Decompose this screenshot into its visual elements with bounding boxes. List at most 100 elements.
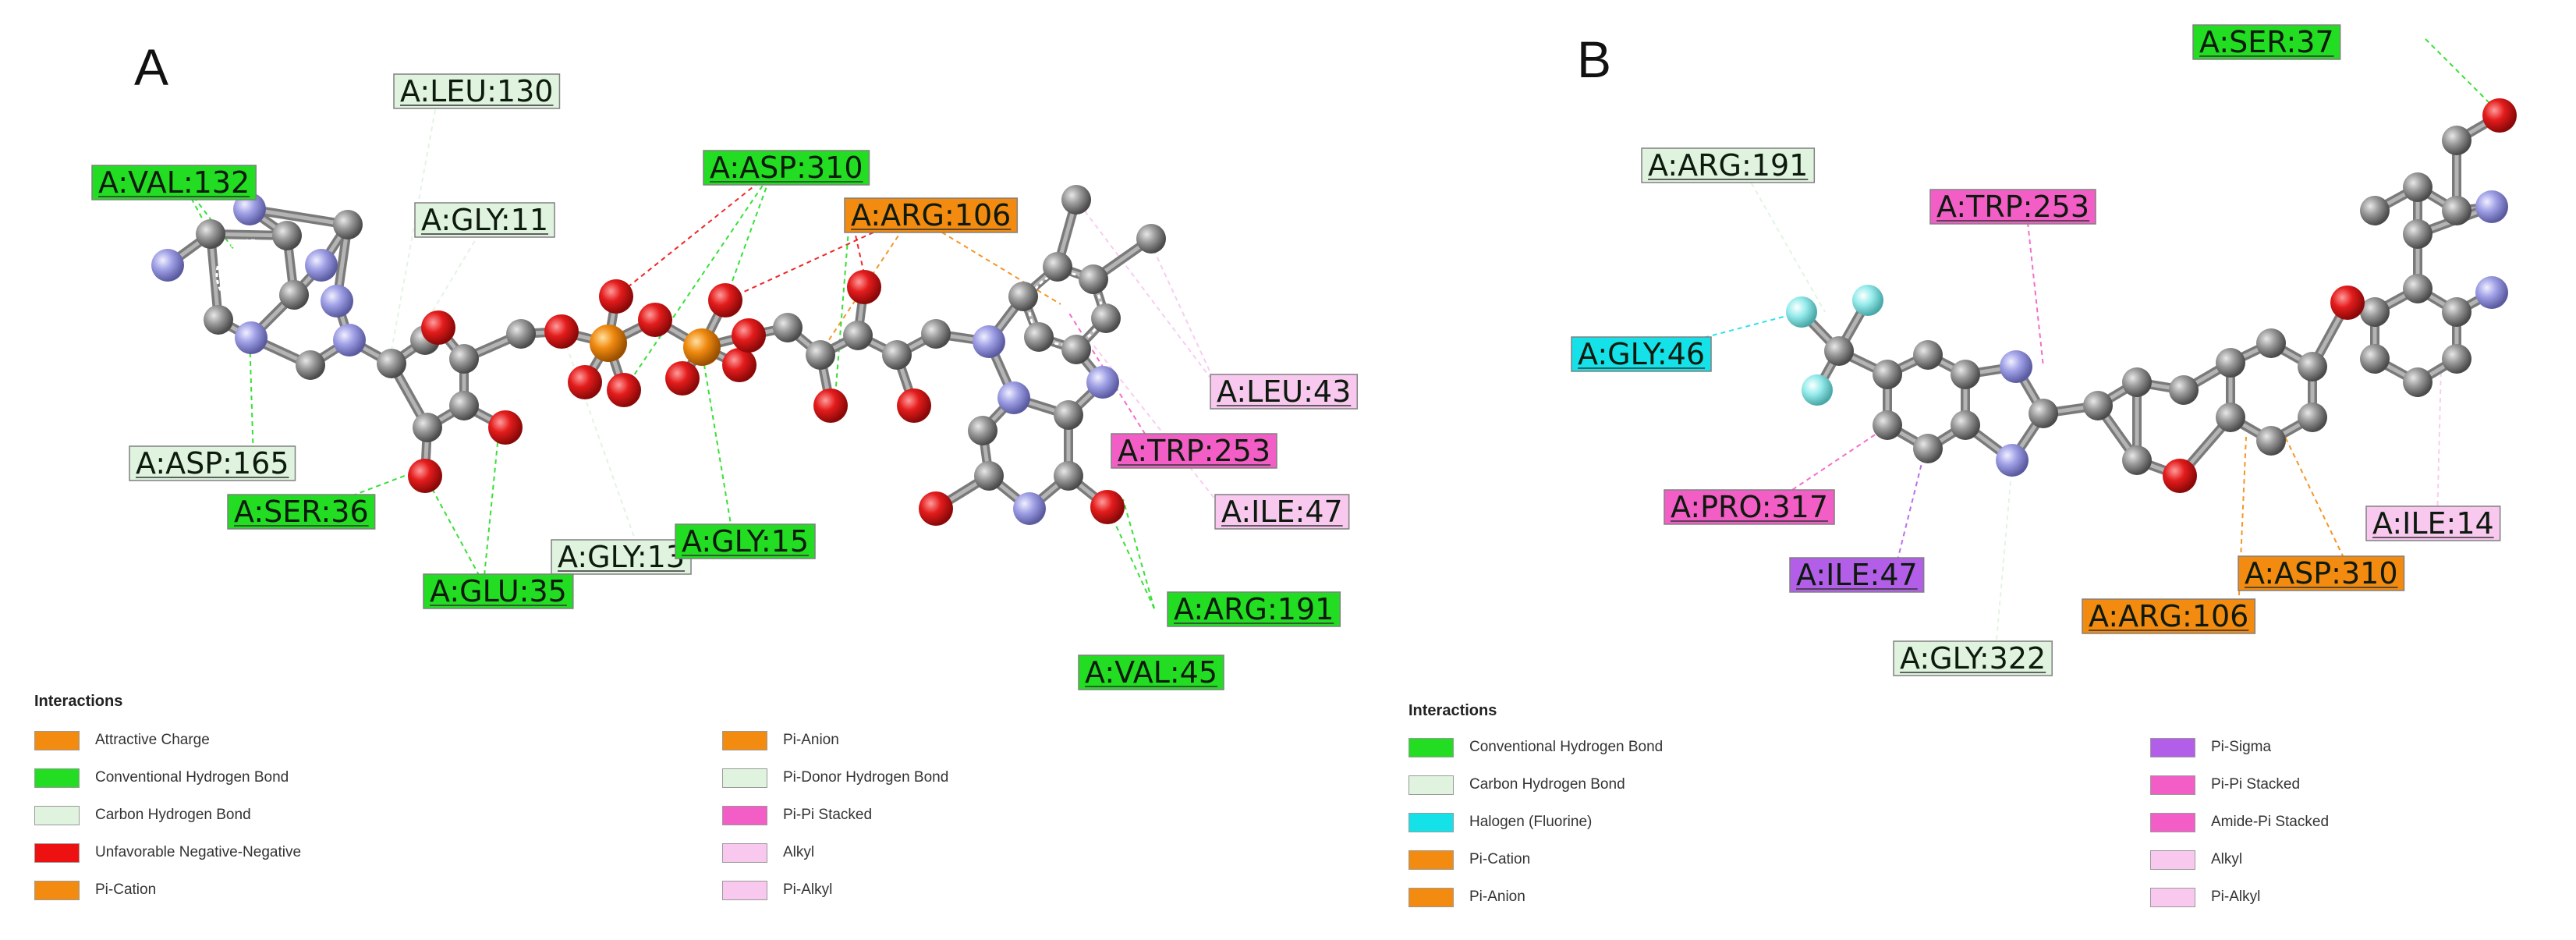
- panel-a-residue-label: A:VAL:45: [1078, 654, 1224, 690]
- residue-badge: [1214, 494, 1350, 530]
- panel-a-residue-label: A:ARG:191: [1167, 591, 1341, 627]
- residue-badge: [703, 150, 870, 186]
- panel-a-nitrogen-atom: [1086, 366, 1119, 399]
- panel-a-interaction-line: [389, 101, 438, 360]
- panel-a-interaction-line: [483, 427, 500, 584]
- legend-item: Carbon Hydrogen Bond: [34, 805, 251, 825]
- panel-a-nitrogen-atom: [973, 325, 1005, 358]
- legend-label: Alkyl: [2211, 851, 2243, 867]
- legend-label: Conventional Hydrogen Bond: [95, 769, 289, 786]
- panel-a-residue-label: A:ARG:106: [844, 197, 1019, 233]
- residue-badge: [393, 73, 561, 109]
- legend-label: Amide-Pi Stacked: [2211, 814, 2330, 830]
- legend-swatch: [2150, 812, 2195, 832]
- panel-b-carbon-atom: [1913, 434, 1943, 463]
- residue-badge: [2238, 555, 2405, 591]
- panel-a-bond-highlight: [247, 207, 350, 227]
- residue-text: A:ARG:191: [1174, 592, 1334, 626]
- residue-labels: A:LEU:130A:VAL:132A:GLY:11A:ASP:310A:ARG…: [91, 24, 2501, 690]
- residue-text: A:ASP:165: [136, 446, 289, 481]
- legend-swatch: [722, 768, 767, 788]
- panel-a-residue-label: A:GLY:13: [551, 539, 692, 575]
- panel-a-interaction-line: [834, 210, 851, 406]
- panel-a-nitrogen-atom: [233, 193, 266, 225]
- residue-badge: [1167, 591, 1341, 627]
- legend-item: Pi-Sigma: [2150, 737, 2271, 757]
- panel-b-fluorine-atom: [1786, 296, 1817, 328]
- legend-swatch: [2150, 737, 2195, 757]
- legend-label: Pi-Pi Stacked: [2211, 776, 2301, 793]
- panel-a-nitrogen-atom: [333, 324, 366, 356]
- panel-a-carbon-atom: [1043, 252, 1072, 282]
- legend-swatch: [34, 768, 80, 788]
- panel-b-carbon-atom: [2122, 367, 2152, 397]
- residue-text: A:VAL:45: [1085, 655, 1217, 690]
- panel-a-residue-label: A:ASP:310: [703, 150, 870, 186]
- panel-a-carbon-atom: [1061, 335, 1091, 364]
- panel-b-carbon-atom: [2360, 196, 2390, 225]
- panel-b-carbon-atom: [2083, 391, 2113, 420]
- molecule-bonds: [163, 111, 2504, 513]
- panel-a-oxygen-atom: [665, 361, 700, 396]
- residue-badge: [1789, 557, 1925, 593]
- panel-b-carbon-atom: [2256, 426, 2286, 456]
- panel-a-oxygen-atom: [897, 388, 931, 423]
- panel-b-fluorine-atom: [1852, 285, 1883, 316]
- panel-a-interaction-line: [725, 171, 773, 301]
- panel-b-aromatic-ring: [2241, 362, 2301, 421]
- legend-item: Pi-Cation: [34, 880, 156, 900]
- panel-b-residue-label: A:ARG:191: [1641, 147, 1816, 183]
- panel-b-aromatic-ring: [1898, 371, 1954, 427]
- panel-a-carbon-atom: [882, 340, 912, 370]
- panel-a-oxygen-atom: [1090, 490, 1125, 524]
- residue-text: A:GLY:322: [1900, 641, 2046, 676]
- residue-text: A:GLY:13: [558, 540, 685, 574]
- legend-item: Conventional Hydrogen Bond: [34, 768, 289, 788]
- panel-b-carbon-atom: [2442, 344, 2471, 374]
- panel-a-residue-label: A:GLU:35: [423, 573, 574, 609]
- panel-a-nitrogen-atom: [321, 285, 353, 317]
- residue-badge: [1210, 374, 1359, 410]
- legend-item: Pi-Cation: [1408, 850, 1530, 870]
- panel-a-carbon-atom: [279, 280, 309, 310]
- panel-b-residue-label: A:GLY:46: [1571, 336, 1712, 372]
- residue-text: A:SER:36: [234, 495, 369, 529]
- legend-swatch: [1408, 737, 1454, 757]
- legend-item: Pi-Pi Stacked: [2150, 775, 2300, 795]
- legend-item: Pi-Pi Stacked: [722, 805, 872, 825]
- panel-a-interaction-line: [1146, 233, 1217, 387]
- panel-b-carbon-atom: [2360, 344, 2390, 374]
- residue-badge: [844, 197, 1019, 233]
- legend-label: Pi-Anion: [1469, 889, 1525, 905]
- panel-b-carbon-atom: [1873, 410, 1902, 440]
- panel-b-oxygen-atom: [2482, 98, 2517, 133]
- panel-a-oxygen-atom: [919, 491, 953, 526]
- panel-b-interaction-line: [2425, 38, 2496, 110]
- legend-swatch: [34, 880, 80, 900]
- panel-a-carbon-atom: [773, 313, 803, 342]
- panel-a-aromatic-ring: [215, 239, 287, 310]
- panel-b-carbon-atom: [2442, 297, 2471, 327]
- panel-b-residue-label: A:ILE:47: [1789, 557, 1925, 593]
- residue-text: A:ARG:106: [851, 198, 1011, 232]
- panel-b-carbon-atom: [2403, 172, 2432, 202]
- residue-badge: [227, 494, 376, 530]
- panel-a-interaction-line: [623, 171, 773, 391]
- panel-a-carbon-atom: [196, 219, 225, 249]
- panel-b-carbon-atom: [2442, 196, 2471, 225]
- panel-b-carbon-atom: [2216, 348, 2245, 378]
- residue-badge: [1929, 189, 2096, 225]
- panel-a-carbon-atom: [1024, 322, 1054, 352]
- legend-label: Pi-Cation: [1469, 851, 1531, 867]
- residue-badge: [1664, 489, 1835, 525]
- residue-text: A:GLY:46: [1578, 337, 1705, 371]
- legend-item: Pi-Alkyl: [2150, 887, 2260, 907]
- panel-b-carbon-atom: [1824, 336, 1854, 366]
- panel-a-oxygen-atom: [722, 348, 757, 382]
- panel-a-oxygen-atom: [408, 459, 442, 493]
- legend-label: Pi-Alkyl: [783, 881, 833, 898]
- residue-text: A:LEU:130: [400, 74, 553, 108]
- panel-a-oxygen-atom: [544, 314, 579, 349]
- residue-text: A:ASP:310: [710, 151, 863, 185]
- panel-a-nitrogen-atom: [997, 381, 1030, 414]
